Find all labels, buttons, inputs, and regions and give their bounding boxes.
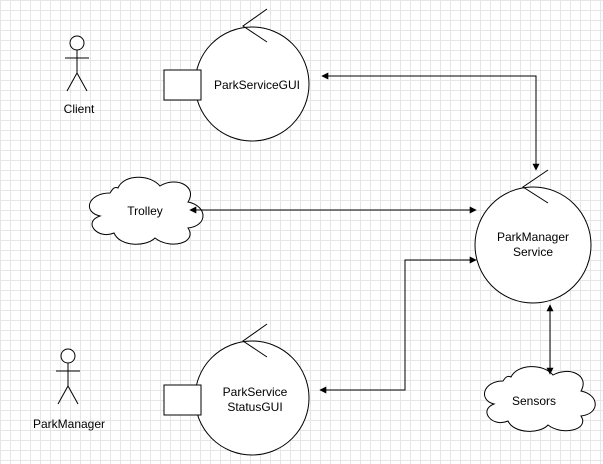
sensors-cloud[interactable] bbox=[484, 366, 596, 432]
park-manager-service-control[interactable] bbox=[474, 169, 592, 304]
park-service-gui-control[interactable] bbox=[163, 8, 310, 142]
trolley-label: Trolley bbox=[127, 204, 163, 218]
park-service-gui-label: ParkServiceGUI bbox=[214, 78, 300, 92]
status-gui-service-connector[interactable] bbox=[319, 256, 477, 394]
client-label: Client bbox=[64, 102, 95, 116]
park-service-status-gui-control[interactable] bbox=[163, 323, 310, 456]
park-manager-service-label-line2: Service bbox=[513, 245, 553, 259]
client-actor[interactable] bbox=[65, 35, 89, 92]
park-service-status-gui-label-line1: ParkService bbox=[223, 385, 288, 399]
sensors-label: Sensors bbox=[512, 394, 556, 408]
park-manager-actor[interactable] bbox=[56, 348, 80, 405]
park-manager-label: ParkManager bbox=[33, 417, 105, 431]
gui-service-connector[interactable] bbox=[321, 72, 540, 171]
park-manager-service-label-line1: ParkManager bbox=[497, 230, 569, 244]
trolley-cloud[interactable] bbox=[88, 176, 204, 245]
park-service-status-gui-label-line2: StatusGUI bbox=[227, 400, 282, 414]
